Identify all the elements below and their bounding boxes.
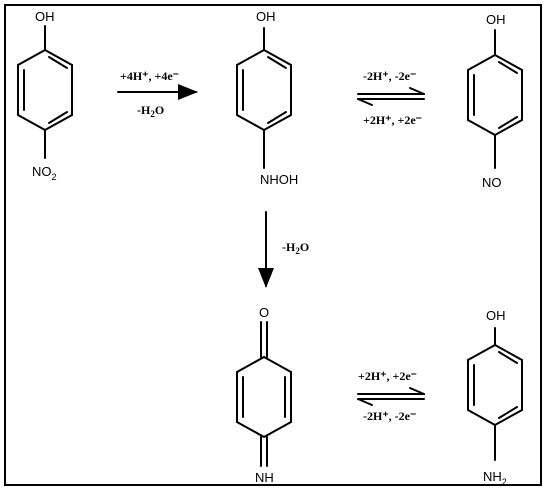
condition-below: -H2O — [137, 103, 164, 119]
aminophenol-structure: OH NH2 — [467, 308, 523, 487]
benzene-ring — [467, 53, 523, 137]
no-label: NO — [482, 175, 502, 190]
benzene-ring — [17, 48, 73, 132]
hydroxylaminophenol-structure: OH NHOH — [236, 9, 298, 187]
arrow-dehydration: -H2O — [258, 211, 309, 288]
equilibrium-arrow-1: -2H⁺, -2e⁻ +2H⁺, +2e⁻ — [357, 69, 425, 127]
condition-side: -H2O — [282, 240, 309, 256]
condition-below: -2H⁺, -2e⁻ — [363, 409, 416, 423]
condition-above: +4H⁺, +4e⁻ — [120, 69, 179, 83]
condition-above: -2H⁺, -2e⁻ — [363, 69, 416, 83]
quinoneimine-structure: O NH — [236, 305, 292, 485]
condition-below: +2H⁺, +2e⁻ — [363, 113, 422, 127]
oh-label: OH — [35, 9, 55, 24]
arrow-reduction-1: +4H⁺, +4e⁻ -H2O — [117, 69, 198, 119]
no2-label: NO2 — [32, 164, 57, 182]
nitrophenol-structure: OH NO2 — [17, 9, 73, 182]
benzene-ring — [467, 343, 523, 427]
diagram-frame — [4, 4, 542, 486]
condition-above: +2H⁺, +2e⁻ — [358, 369, 417, 383]
nhoh-label: NHOH — [260, 172, 298, 187]
o-label: O — [259, 305, 269, 320]
equilibrium-arrow-2: +2H⁺, +2e⁻ -2H⁺, -2e⁻ — [357, 369, 425, 423]
oh-label: OH — [486, 12, 506, 27]
oh-label: OH — [256, 9, 276, 24]
benzene-ring — [236, 48, 292, 132]
ring — [236, 371, 292, 439]
oh-label: OH — [486, 308, 506, 323]
nh2-label: NH2 — [483, 469, 507, 487]
nitrosophenol-structure: OH NO — [467, 12, 523, 190]
nh-label: NH — [255, 470, 274, 485]
